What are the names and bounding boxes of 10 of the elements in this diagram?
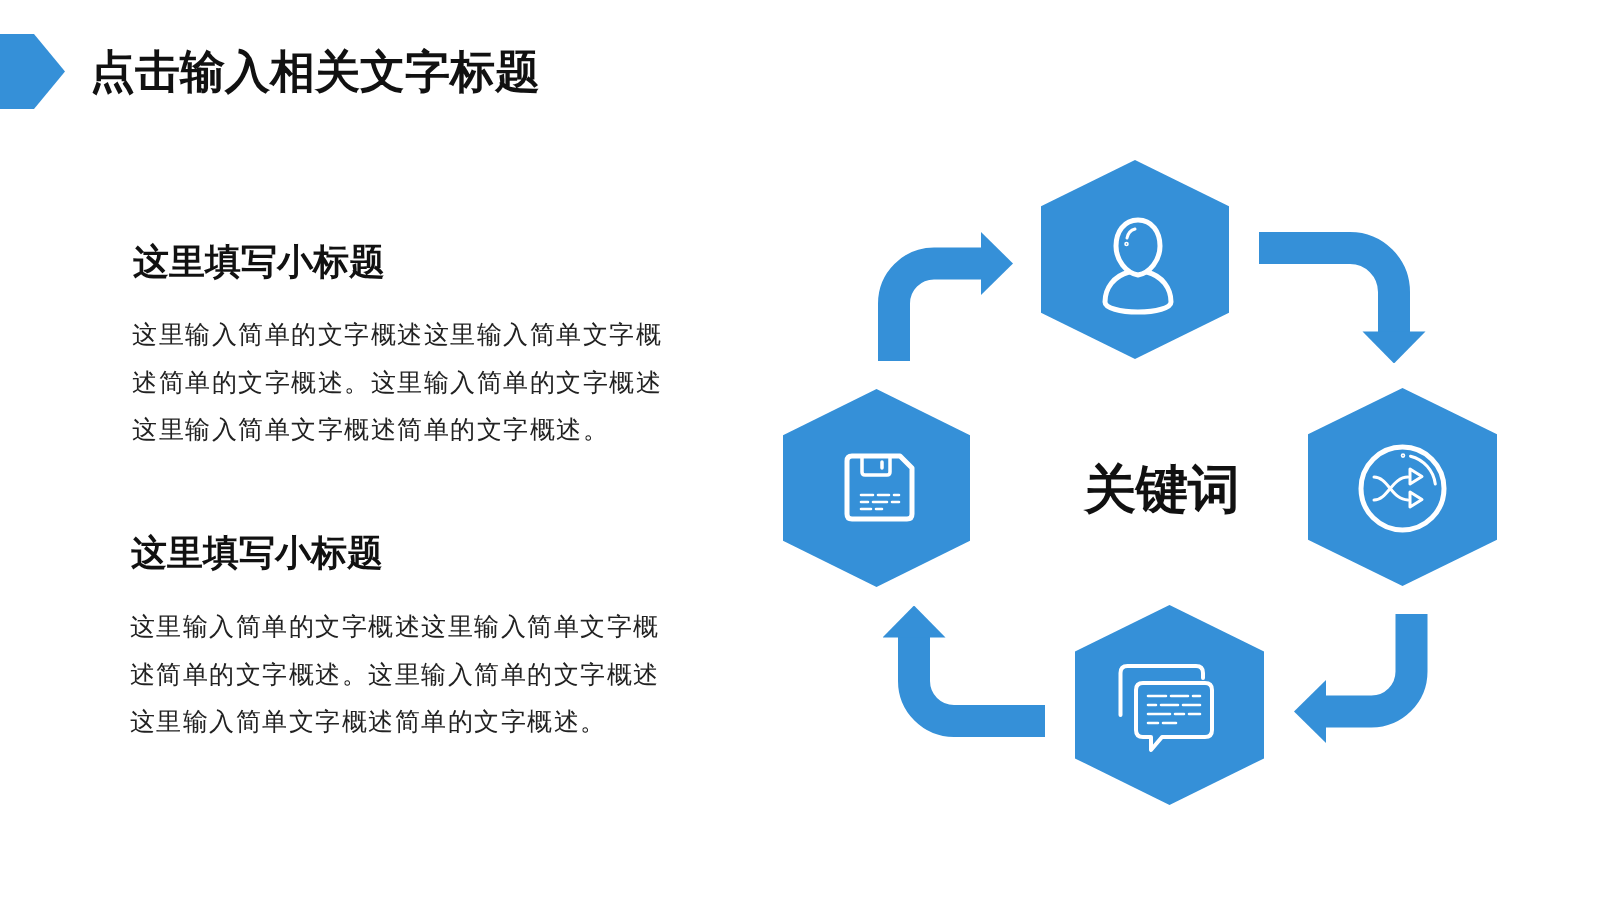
hexagon-node [783,389,970,587]
keyword-text: 关键词 [1084,458,1240,520]
paragraph: 这里输入简单的文字概述这里输入简单文字概述简单的文字概述。这里输入简单的文字概述这里输入简单文字概述简单的文字概述。 [132,319,663,446]
subheading: 这里填写小标题 [133,240,385,284]
hexagon-node [1075,605,1264,805]
hexagon-node [1041,160,1229,359]
paragraph: 这里输入简单的文字概述这里输入简单文字概述简单的文字概述。这里输入简单的文字概述这里输入简单文字概述简单的文字概述。 [129,611,661,738]
subheading: 这里填写小标题 [131,531,383,575]
slide-title: 点击输入相关文字标题 [90,44,540,100]
hexagon-node [1308,388,1497,586]
